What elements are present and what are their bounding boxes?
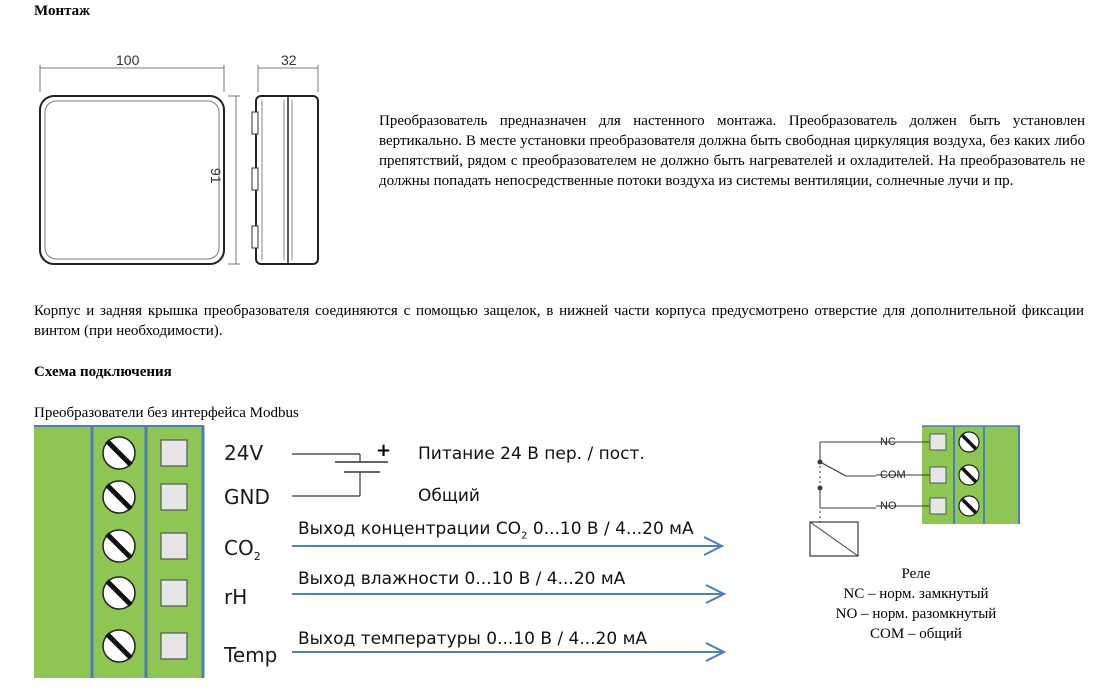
relay-label-com: COM (880, 469, 906, 481)
relay-caption: Реле NC – норм. замкнутый NO – норм. раз… (806, 564, 1026, 644)
relay-screw-slot (960, 466, 978, 484)
relay-screw-slot (960, 497, 978, 515)
relay-caption-title: Реле (901, 566, 931, 582)
terminal-block (34, 425, 205, 678)
relay-label-nc: NC (880, 436, 896, 448)
desc-gnd: Общий (418, 486, 480, 506)
wire-clamp (160, 483, 188, 511)
wire-clamp (160, 579, 188, 607)
terminal-label-gnd: GND (224, 485, 270, 509)
screw-slot (105, 483, 133, 511)
montage-paragraph-2: Корпус и задняя крышка преобразователя с… (34, 303, 1084, 339)
screw-slot (105, 439, 133, 467)
screw-slot (105, 532, 133, 560)
screw-slot (105, 632, 133, 660)
dimension-width: 100 (116, 52, 140, 68)
relay-wire-clamp (929, 433, 947, 451)
dimension-depth: 32 (281, 52, 297, 68)
terminal-label-temp: Temp (224, 643, 278, 667)
wire-clamp (160, 532, 188, 560)
screw-slot (105, 579, 133, 607)
terminal-label-24v: 24V (224, 441, 264, 465)
relay-caption-nc: NC – норм. замкнутый (843, 586, 989, 602)
relay-caption-com: COM – общий (870, 626, 962, 642)
desc-temp: Выход температуры 0...10 В / 4...20 мА (298, 629, 648, 649)
desc-co2: Выход концентрации CO2 0...10 В / 4...20… (298, 519, 694, 542)
relay-wire-clamp (929, 466, 947, 484)
relay-caption-no: NO – норм. разомкнутый (835, 606, 997, 622)
section-heading-wiring: Схема подключения (34, 364, 172, 380)
montage-paragraph-1: Преобразователь предназначен для настенн… (379, 113, 1085, 189)
wire-clamp (160, 632, 188, 660)
wiring-lines (292, 453, 727, 662)
section-heading-montage: Монтаж (34, 3, 91, 19)
desc-24v: Питание 24 В пер. / пост. (418, 444, 645, 464)
relay-wire-clamp (929, 497, 947, 515)
relay-screw-slot (960, 433, 978, 451)
wire-clamp (160, 439, 188, 467)
desc-rh: Выход влажности 0...10 В / 4...20 мА (298, 569, 626, 589)
dimension-height: 91 (208, 168, 224, 184)
relay-label-no: NO (880, 500, 897, 512)
terminal-label-rh: rH (224, 585, 248, 609)
wiring-subheading: Преобразователи без интерфейса Modbus (34, 405, 299, 421)
terminal-label-co2: CO2 (224, 536, 261, 563)
plus-sign: + (376, 440, 392, 461)
device-dimension-drawing (39, 65, 319, 265)
relay-diagram (809, 425, 1020, 557)
